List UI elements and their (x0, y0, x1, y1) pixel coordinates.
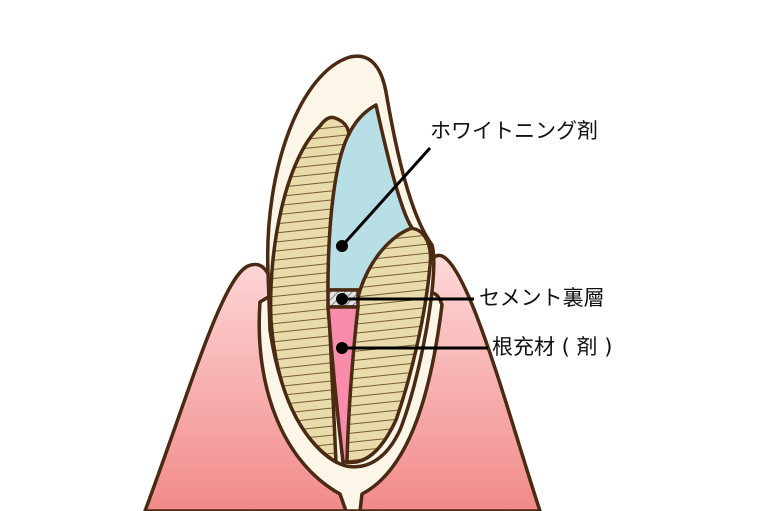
whitening-agent (326, 103, 414, 292)
label-root-filling: 根充材 ( 剤 ) (492, 335, 613, 359)
leader-whitening (340, 146, 432, 248)
marker-whitening (336, 240, 348, 252)
marker-root-filling (336, 342, 348, 354)
label-cement: セメント裏層 (479, 286, 605, 310)
label-whitening: ホワイトニング剤 (430, 119, 598, 143)
marker-cement (336, 293, 348, 305)
